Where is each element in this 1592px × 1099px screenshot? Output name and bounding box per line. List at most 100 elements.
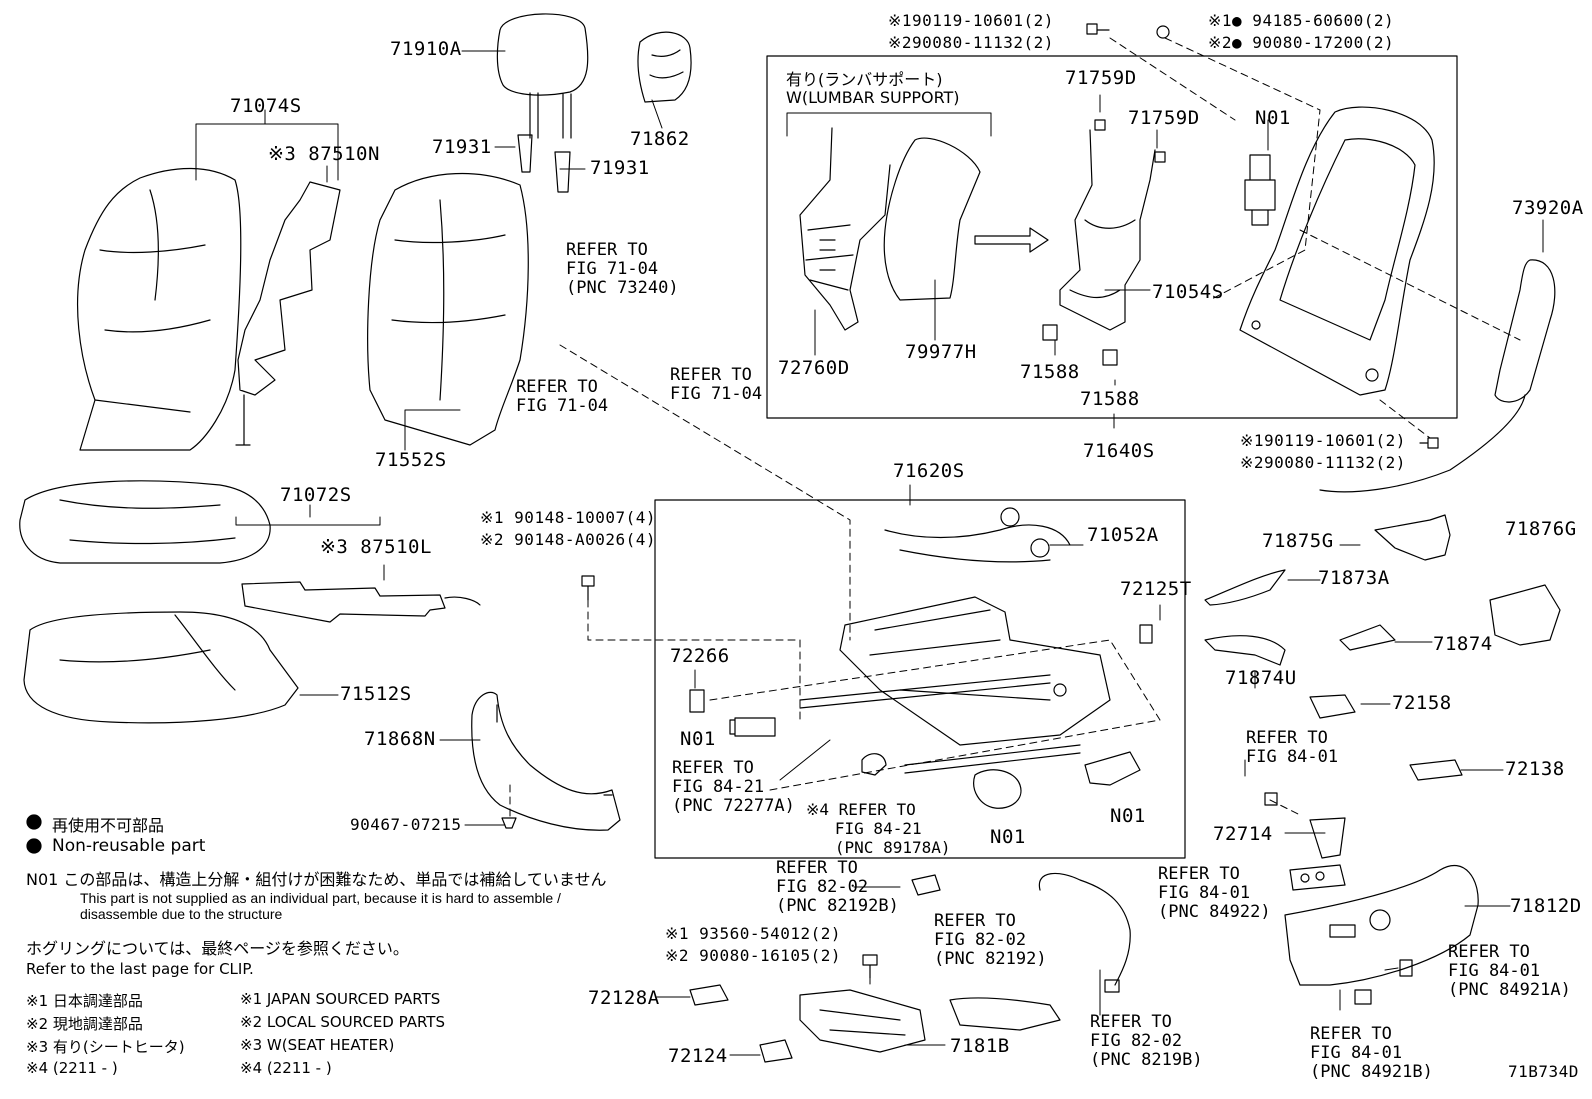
clip-71588 [1042,324,1118,366]
leader-lines [195,50,1544,1056]
seat-heater-87510l [241,581,481,623]
switch-84922 [1289,864,1346,891]
legend-footnote-1-en: ※1 JAPAN SOURCED PARTS [240,990,441,1008]
label-71588-a: 71588 [1020,361,1080,383]
legend-clip-en: Refer to the last page for CLIP. [26,960,254,978]
fastener-top-bolt-1: ※190119-10601(2) [888,11,1054,30]
seatback-pad-71552s [367,172,529,446]
bracket-7181b [799,989,926,1053]
right-bolt [1419,437,1439,449]
legend-footnote-2-jp: ※2 現地調達部品 [26,1015,143,1033]
top-bolt [1086,23,1110,35]
label-71931-a: 71931 [432,136,492,158]
label-71074s: 71074S [230,95,302,117]
label-71759d-a: 71759D [1065,67,1137,89]
trim-71874u [1204,635,1286,666]
legend-bullet-jp [26,814,42,830]
cover-72138 [1409,759,1463,781]
cover-72158 [1309,694,1356,719]
label-71054s: 71054S [1152,281,1224,303]
label-71931-b: 71931 [590,157,650,179]
label-71512s: 71512S [340,683,412,705]
trim-71874 [1339,624,1396,651]
label-71876g: 71876G [1505,518,1577,540]
trim-71875g [1374,514,1451,561]
label-n01-top: N01 [1255,107,1291,129]
seatback-heater-87510n [235,181,341,446]
sensor-89178a [861,753,887,776]
ref-fig-84-01-pnc-84922: REFER TO FIG 84-01 (PNC 84922) [1158,864,1271,922]
label-71873a: 71873A [1318,567,1390,589]
clip-small [1264,792,1278,806]
motor-n01-mid [973,769,1022,809]
ref-fig-82-02-pnc-8219b: REFER TO FIG 82-02 (PNC 8219B) [1090,1012,1203,1070]
label-72125t: 72125T [1120,578,1192,600]
legend-footnote-3-en: ※3 W(SEAT HEATER) [240,1036,395,1054]
ref-fig-84-01-pnc-84921b: REFER TO FIG 84-01 (PNC 84921B) [1310,1024,1433,1082]
fastener-top-bolt-2: ※290080-11132(2) [888,33,1054,52]
label-71072s: 71072S [280,484,352,506]
label-79977h: 79977H [905,341,977,363]
ref-fig-82-02-pnc-82192: REFER TO FIG 82-02 (PNC 82192) [934,911,1047,969]
label-72138: 72138 [1505,758,1565,780]
label-90467-07215: 90467-07215 [350,815,462,834]
legend-n01-en-1: This part is not supplied as an individu… [80,890,561,906]
ref-fig-71-04-pnc-73240: REFER TO FIG 71-04 (PNC 73240) [566,240,679,298]
seat-cover-71072s [19,480,271,564]
headrest-guides-71931 [517,134,571,193]
bracket-72125t [1139,624,1153,644]
headrest-cover-71862 [637,31,692,103]
legend-footnote-4-jp: ※4 (2211 - ) [26,1059,118,1077]
legend-nonreusable-en: Non-reusable part [52,836,206,856]
motor-n01-right [1084,751,1141,786]
legend-n01-jp: N01 この部品は、構造上分解・組付けが困難なため、単品では補給していません [26,870,607,889]
ref-fig-82-02-pnc-82192b: REFER TO FIG 82-02 (PNC 82192B) [776,858,899,916]
label-87510l: ※3 87510L [320,536,432,558]
nut-71759d [1094,119,1166,163]
ref-fig-71-04-left: REFER TO FIG 71-04 [516,377,609,416]
harness-82192 [949,997,1061,1031]
label-71620s: 71620S [893,460,965,482]
fastener-low-bolt-1: ※1 93560-54012(2) [665,924,842,943]
legend-footnote-2-en: ※2 LOCAL SOURCED PARTS [240,1013,445,1031]
legend-footnote-4-en: ※4 (2211 - ) [240,1059,332,1077]
ref-fig-84-21-pnc-72277a: REFER TO FIG 84-21 (PNC 72277A) [672,758,795,816]
fastener-mid-bolt-1: ※1 90148-10007(4) [480,508,657,527]
label-71759d-b: 71759D [1128,107,1200,129]
fastener-low-bolt-2: ※2 90080-16105(2) [665,946,842,965]
label-71874u: 71874U [1225,667,1297,689]
lumbar-motor-n01 [1244,154,1276,226]
ref-fig-84-21-pnc-89178a: ※4 REFER TO FIG 84-21 (PNC 89178A) [806,800,951,857]
side-shield-71812d [1284,864,1479,986]
lumbar-title-jp: 有り(ランバサポート) [786,70,943,89]
seatback-cover-71074s [77,167,242,451]
knob-84921b [1354,989,1372,1005]
label-72158: 72158 [1392,692,1452,714]
fastener-mid-bolt-2: ※2 90148-A0026(4) [480,530,657,549]
connector-82192b [911,874,941,896]
label-72124: 72124 [668,1045,728,1067]
lumbar-pad-79977h [883,137,981,301]
label-72128a: 72128A [588,987,660,1009]
clip-90467 [501,817,517,829]
legend-footnote-3-jp: ※3 有り(シートヒータ) [26,1038,185,1056]
cover-72124 [759,1039,793,1063]
fastener-top-nut-1: ※1● 94185-60600(2) [1208,11,1395,30]
label-71812d: 71812D [1510,895,1582,917]
top-nut [1156,25,1170,39]
ref-fig-84-01-pnc-84921a: REFER TO FIG 84-01 (PNC 84921A) [1448,942,1571,1000]
label-73920a: 73920A [1512,197,1584,219]
label-72760d: 72760D [778,357,850,379]
lumbar-group-box [766,55,1458,419]
fastener-right-bolt-1: ※190119-10601(2) [1240,431,1406,450]
seat-pad-71512s [23,611,299,724]
fastener-right-bolt-2: ※290080-11132(2) [1240,453,1406,472]
label-n01-right: N01 [1110,805,1146,827]
label-n01-left: N01 [680,728,716,750]
label-n01-mid: N01 [990,826,1026,848]
seat-adjuster-frame [799,596,1111,774]
ref-fig-71-04-right: REFER TO FIG 71-04 [670,365,763,404]
side-cover-71868n [471,691,621,831]
legend-clip-jp: ホグリングについては、最終ページを参照ください。 [26,939,409,958]
